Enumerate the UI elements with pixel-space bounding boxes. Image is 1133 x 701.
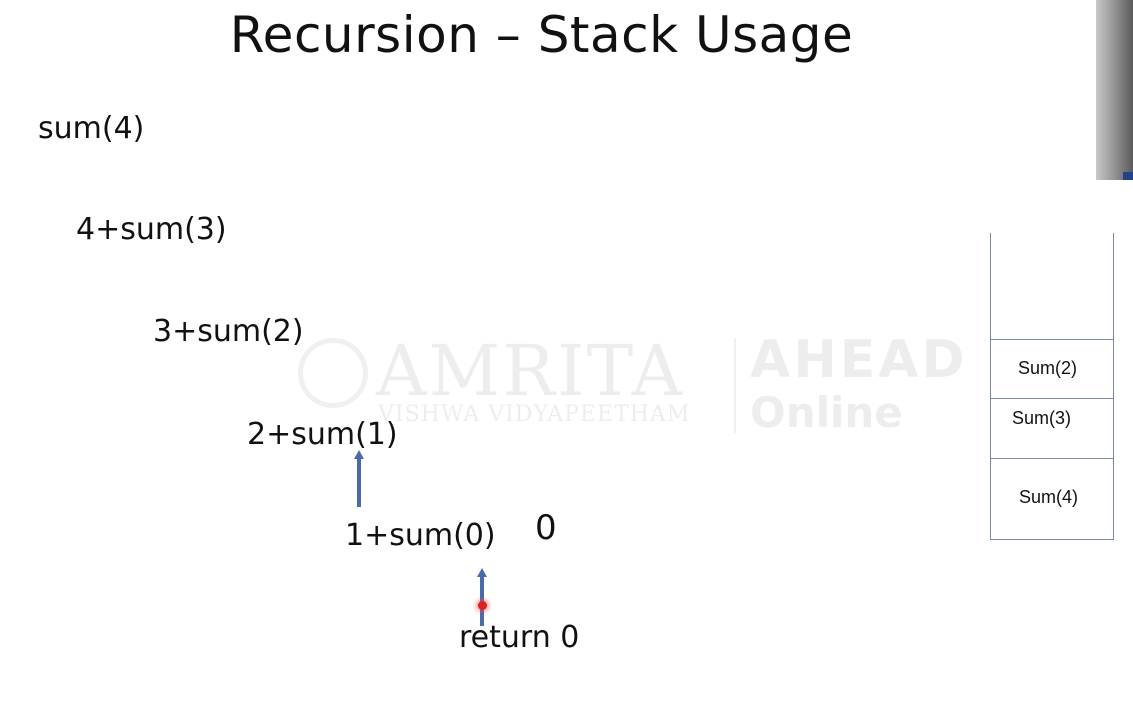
stack-frame-divider bbox=[990, 458, 1114, 459]
stack-wall-right bbox=[1113, 233, 1114, 540]
stack-bottom bbox=[990, 539, 1114, 540]
trace-step-4: 2+sum(1) bbox=[247, 417, 398, 452]
call-stack: Sum(2) Sum(3) Sum(4) bbox=[990, 233, 1114, 540]
slide-title: Recursion – Stack Usage bbox=[229, 6, 854, 64]
stack-frame-divider bbox=[990, 398, 1114, 399]
watermark-main: AMRITA bbox=[376, 330, 684, 412]
return-arrow-icon bbox=[354, 450, 364, 507]
stack-frame-divider bbox=[990, 339, 1114, 340]
stack-frame-label: Sum(3) bbox=[1012, 408, 1072, 428]
trace-step-2: 4+sum(3) bbox=[76, 212, 227, 247]
laser-pointer-icon bbox=[478, 601, 487, 610]
stack-wall-left bbox=[990, 233, 991, 540]
trace-step-3: 3+sum(2) bbox=[153, 314, 304, 349]
presenter-video-thumbnail bbox=[1096, 0, 1133, 180]
watermark-brand: AHEAD bbox=[750, 330, 968, 390]
university-seal-icon bbox=[298, 338, 368, 408]
arrow-head-icon bbox=[477, 568, 487, 577]
watermark-brand-sub: Online bbox=[750, 388, 903, 437]
arrow-head-icon bbox=[354, 450, 364, 459]
amrita-watermark: AMRITA VISHWA VIDYAPEETHAM AHEAD Online bbox=[298, 330, 988, 440]
trace-step-5: 1+sum(0) bbox=[345, 518, 496, 553]
stack-frame-label: Sum(4) bbox=[1019, 487, 1079, 507]
watermark-divider bbox=[734, 338, 736, 433]
watermark-sub: VISHWA VIDYAPEETHAM bbox=[378, 402, 691, 427]
trace-step-6: return 0 bbox=[459, 620, 580, 655]
returned-value: 0 bbox=[535, 508, 557, 548]
stack-frame-label: Sum(2) bbox=[1018, 358, 1078, 378]
trace-step-1: sum(4) bbox=[38, 111, 145, 146]
